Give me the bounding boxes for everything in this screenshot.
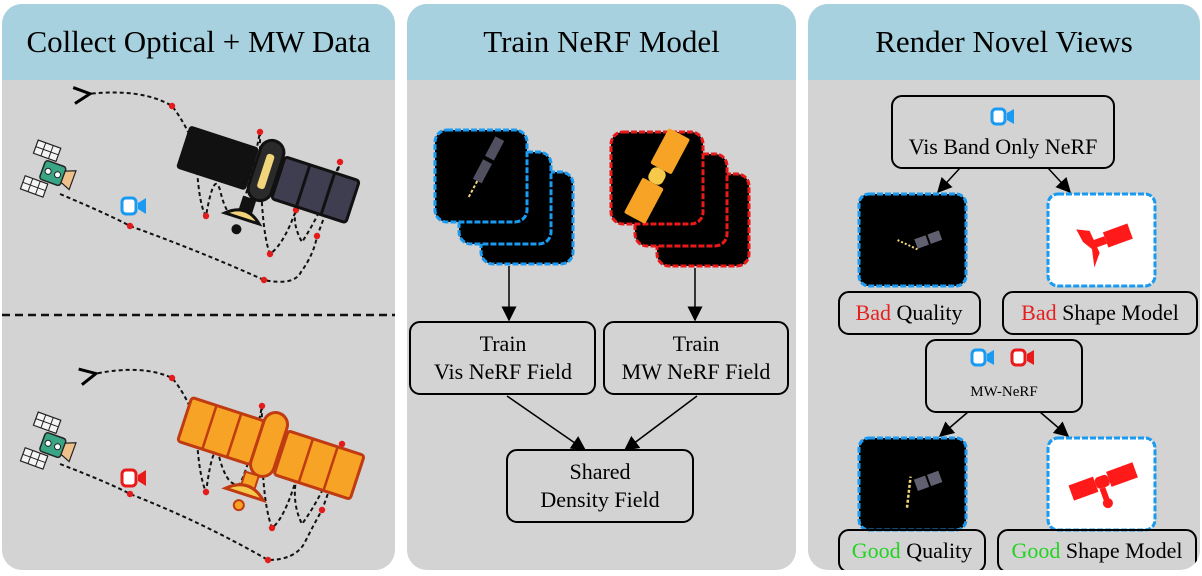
bad-shape-label: Bad Shape Model (1002, 291, 1198, 335)
svg-text:MW NeRF Field: MW NeRF Field (622, 359, 771, 384)
collect-panel: Collect Optical + MW Data (2, 4, 395, 570)
train-panel-title: Train NeRF Model (483, 24, 720, 59)
svg-text:Bad Shape Model: Bad Shape Model (1021, 300, 1179, 325)
render-panel-title: Render Novel Views (875, 24, 1133, 59)
svg-text:MW-NeRF: MW-NeRF (970, 384, 1038, 400)
vis-image-stack (433, 128, 575, 266)
bad-shape-render (1046, 192, 1157, 288)
train-diagram: Train Vis NeRF Field Train MW NeRF Field… (409, 128, 789, 523)
svg-text:Good Quality: Good Quality (852, 538, 972, 563)
svg-text:Shared: Shared (569, 459, 630, 484)
svg-text:Train: Train (673, 331, 720, 356)
svg-text:Vis NeRF Field: Vis NeRF Field (434, 359, 572, 384)
mw-nerf-box: MW-NeRF (925, 339, 1083, 413)
mw-image-stack (609, 128, 751, 268)
vis-camera-icon (990, 107, 1014, 126)
train-panel: Train NeRF Model (407, 4, 796, 570)
collect-panel-header: Collect Optical + MW Data (2, 4, 395, 80)
collect-diagram (2, 4, 395, 564)
mw-camera-icon (120, 468, 146, 488)
orange-space-station-icon (176, 396, 366, 512)
collect-panel-title: Collect Optical + MW Data (26, 24, 371, 59)
render-diagram: Vis Band Only NeRF Bad Quality (838, 95, 1198, 570)
mw-camera-icon (1010, 348, 1034, 367)
vis-nerf-field-box: Train Vis NeRF Field (409, 321, 596, 395)
svg-text:Bad Quality: Bad Quality (856, 300, 963, 325)
svg-text:Density Field: Density Field (540, 487, 659, 512)
train-panel-header: Train NeRF Model (407, 4, 796, 80)
vis-only-nerf-box: Vis Band Only NeRF (891, 95, 1115, 169)
mw-scenario (19, 370, 366, 564)
mw-nerf-field-box: Train MW NeRF Field (603, 321, 789, 395)
svg-text:Train: Train (480, 331, 527, 356)
shared-density-field-box: Shared Density Field (506, 449, 694, 523)
svg-text:Vis Band Only NeRF: Vis Band Only NeRF (909, 134, 1098, 159)
optical-scenario (19, 93, 361, 284)
bad-quality-label: Bad Quality (838, 291, 981, 335)
good-shape-render (1046, 436, 1157, 532)
good-shape-label: Good Shape Model (997, 529, 1197, 570)
bad-quality-render (857, 192, 968, 288)
vis-camera-icon (120, 196, 146, 216)
vis-camera-icon-2 (970, 348, 994, 367)
render-panel-header: Render Novel Views (808, 4, 1200, 80)
chaser-satellite-icon (19, 139, 83, 206)
good-quality-label: Good Quality (838, 529, 986, 570)
dark-space-station-icon (176, 126, 361, 235)
render-panel: Render Novel Views Vis Band Only NeRF (808, 4, 1200, 570)
svg-text:Good Shape Model: Good Shape Model (1011, 538, 1182, 563)
chaser-satellite-icon-2 (19, 411, 83, 478)
good-quality-render (857, 436, 968, 532)
